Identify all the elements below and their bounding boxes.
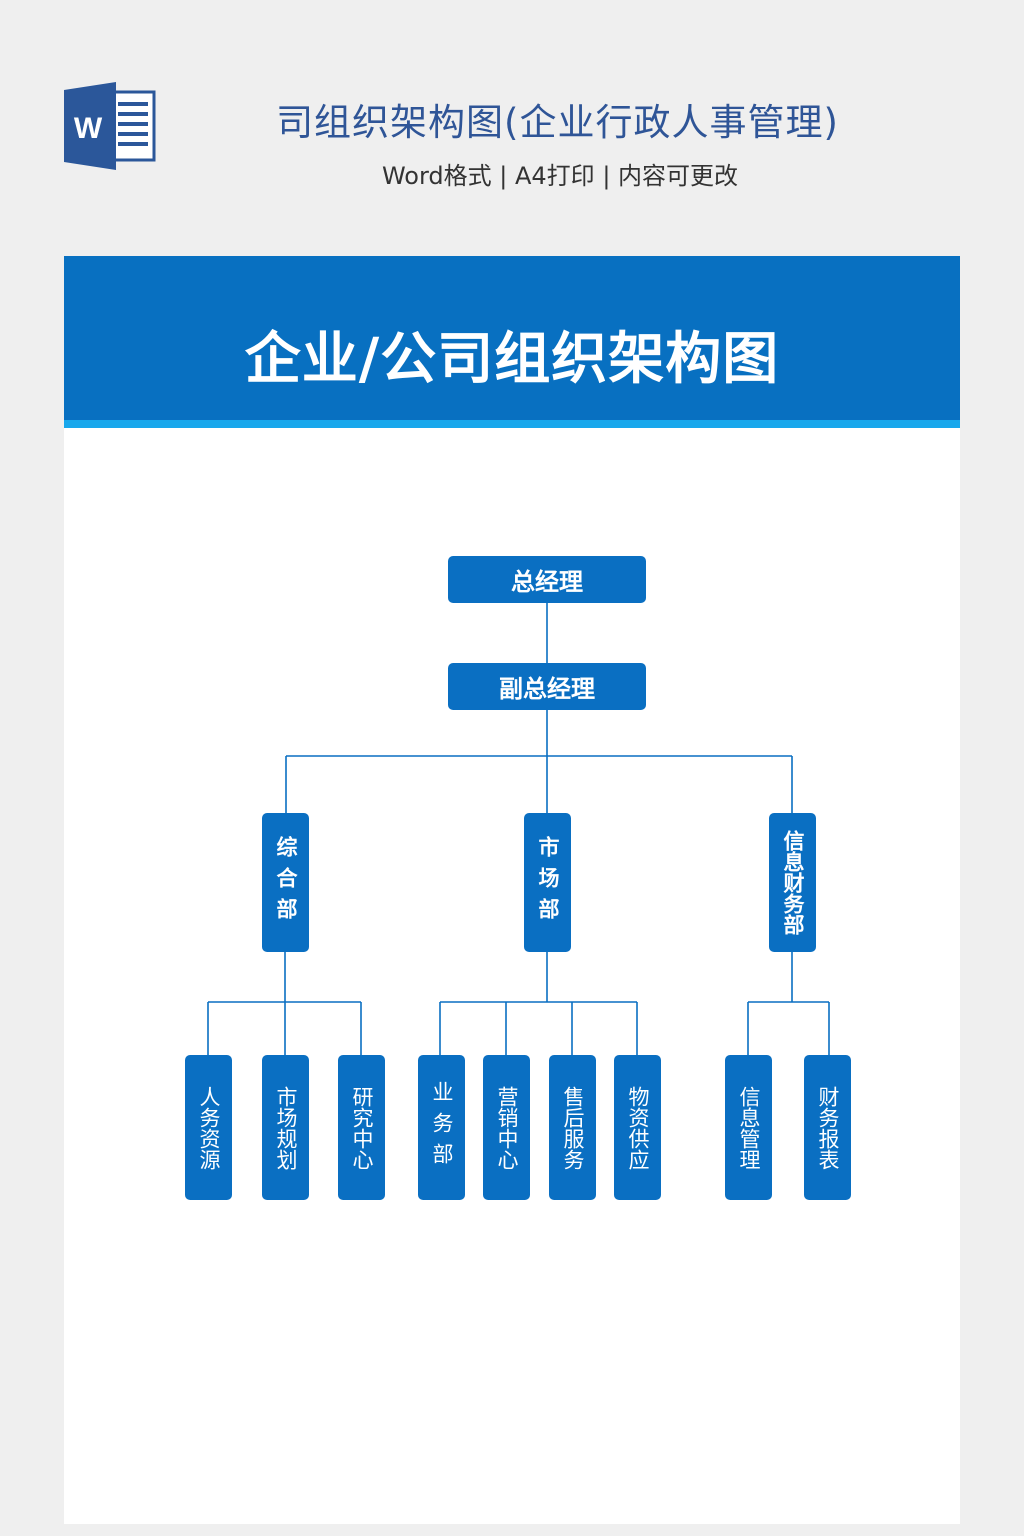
org-node-unit: 营销中心 bbox=[483, 1055, 530, 1200]
word-icon: W bbox=[64, 82, 156, 170]
banner: 企业/公司组织架构图 bbox=[64, 256, 960, 420]
org-node-unit: 信息管理 bbox=[725, 1055, 772, 1200]
document-page: 企业/公司组织架构图 bbox=[64, 256, 960, 1524]
document-title: 司组织架构图(企业行政人事管理) bbox=[276, 101, 839, 144]
node-label: 市场规划 bbox=[274, 1085, 298, 1170]
node-label: 副总经理 bbox=[499, 675, 595, 703]
node-label: 营销中心 bbox=[495, 1085, 519, 1170]
node-label: 市场部 bbox=[536, 836, 560, 929]
org-node-unit: 市场规划 bbox=[262, 1055, 309, 1200]
node-label: 综合部 bbox=[274, 836, 298, 929]
node-label: 总经理 bbox=[511, 568, 583, 596]
org-node-unit: 人务资源 bbox=[185, 1055, 232, 1200]
node-label: 研究中心 bbox=[350, 1085, 374, 1170]
node-label: 人务资源 bbox=[197, 1085, 221, 1170]
document-subtitle: Word格式 | A4打印 | 内容可更改 bbox=[381, 162, 739, 190]
org-node-department: 市场部 bbox=[524, 813, 571, 952]
org-node-department: 信息财务部 bbox=[769, 813, 816, 952]
org-node-unit: 物资供应 bbox=[614, 1055, 661, 1200]
node-label: 业务部 bbox=[430, 1081, 454, 1174]
node-label: 财务报表 bbox=[816, 1085, 840, 1170]
org-node-unit: 业务部 bbox=[418, 1055, 465, 1200]
org-node-unit: 售后服务 bbox=[549, 1055, 596, 1200]
banner-stripe bbox=[64, 420, 960, 428]
org-node-department: 综合部 bbox=[262, 813, 309, 952]
node-label: 信息管理 bbox=[737, 1085, 761, 1170]
org-node-unit: 财务报表 bbox=[804, 1055, 851, 1200]
org-node-deputy: 副总经理 bbox=[448, 663, 646, 710]
node-label: 售后服务 bbox=[561, 1085, 585, 1170]
org-node-unit: 研究中心 bbox=[338, 1055, 385, 1200]
banner-title: 企业/公司组织架构图 bbox=[244, 327, 780, 392]
node-label: 信息财务部 bbox=[781, 830, 805, 935]
node-label: 物资供应 bbox=[626, 1085, 650, 1170]
org-node-ceo: 总经理 bbox=[448, 556, 646, 603]
svg-text:W: W bbox=[74, 112, 103, 145]
